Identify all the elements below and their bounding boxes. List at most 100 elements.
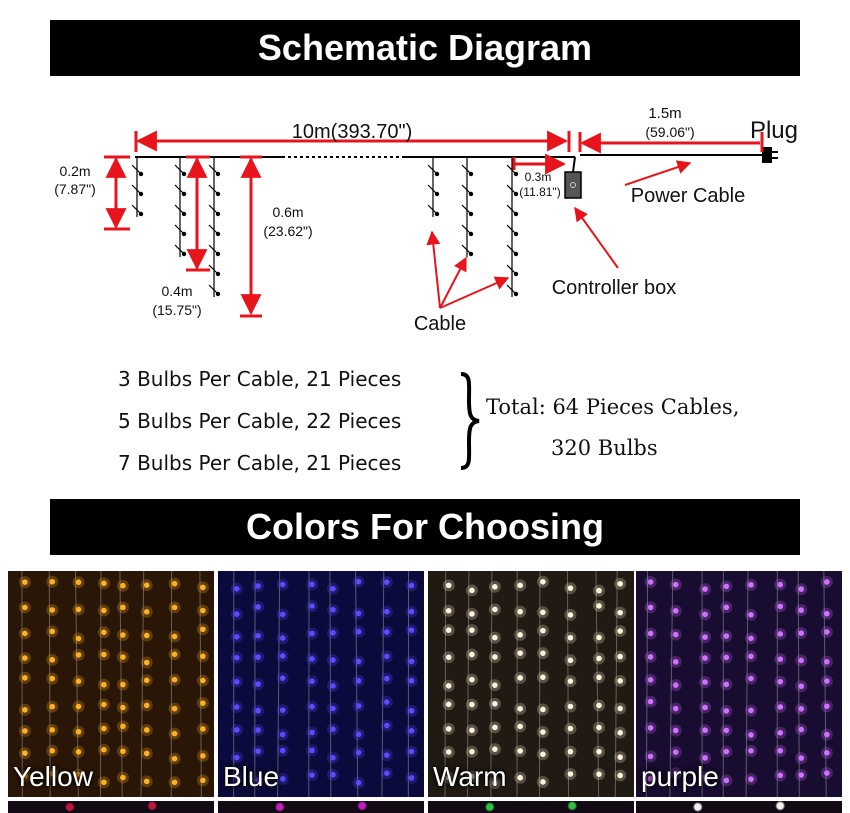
- light-bulb: [171, 604, 178, 611]
- light-photo-yellow: [8, 571, 214, 797]
- light-bulb: [120, 704, 126, 711]
- light-bulb: [723, 633, 730, 639]
- spacing-in-label: (7.87"): [54, 181, 96, 197]
- light-bulb: [49, 747, 56, 754]
- bulb-stem: [208, 224, 218, 234]
- bulb-stem: [174, 244, 184, 254]
- light-bulb: [798, 726, 804, 733]
- light-bulb: [143, 659, 150, 666]
- light-strand: [614, 571, 618, 797]
- light-bulb: [702, 727, 708, 734]
- light-bulb: [279, 611, 286, 618]
- light-bulb: [702, 679, 708, 685]
- light-bulb: [120, 654, 126, 660]
- cable-group: [131, 157, 519, 297]
- bulb-stem: [461, 184, 471, 194]
- bulb-stem: [131, 204, 141, 214]
- bulb-icon: [181, 191, 187, 197]
- light-bulb: [22, 579, 28, 585]
- light-photo-warm: [428, 571, 634, 797]
- light-bulb: [824, 610, 830, 617]
- light-bulb: [596, 603, 602, 609]
- color-option-warm[interactable]: Warm: [428, 571, 634, 797]
- light-bulb: [330, 657, 336, 663]
- light-bulb: [617, 653, 623, 660]
- light-bulb: [309, 678, 315, 685]
- light-bulb: [330, 726, 336, 733]
- light-bulb: [143, 632, 150, 639]
- light-bulb: [200, 700, 206, 706]
- color-swatches: Yellow Blue Warm purple: [8, 571, 842, 813]
- color-option-yellow[interactable]: Yellow: [8, 571, 214, 797]
- plug-icon: [762, 147, 778, 163]
- light-strand: [140, 571, 145, 797]
- annotation-arrows: [426, 160, 692, 309]
- bulb-icon: [181, 171, 187, 177]
- light-bulb: [171, 779, 178, 786]
- light-bulb: [22, 604, 28, 611]
- light-bulb: [824, 678, 830, 684]
- light-bulb: [647, 677, 654, 683]
- bulb-stem: [131, 184, 141, 194]
- light-bulb: [517, 705, 523, 712]
- light-bulb: [492, 584, 498, 590]
- bulb-stem: [427, 184, 437, 194]
- schematic-title-banner: Schematic Diagram: [50, 20, 800, 76]
- color-option-purple[interactable]: purple: [636, 571, 842, 797]
- light-bulb: [540, 650, 546, 656]
- light-bulb: [255, 777, 261, 783]
- light-bulb: [723, 727, 730, 734]
- light-strand: [48, 571, 51, 797]
- light-strand: [669, 571, 674, 797]
- light-bulb: [492, 724, 498, 731]
- light-bulb: [824, 731, 830, 738]
- bulb-stem: [461, 244, 471, 254]
- light-bulb: [798, 586, 804, 592]
- light-bulb: [22, 630, 28, 637]
- bulb-stem: [208, 244, 218, 254]
- light-bulb: [672, 749, 679, 755]
- bulb-icon: [468, 251, 474, 257]
- light-bulb: [143, 750, 150, 757]
- lead-m-label: 0.3m: [525, 170, 552, 184]
- light-bulb: [75, 652, 82, 658]
- light-bulb: [492, 780, 498, 786]
- light-bulb: [234, 754, 240, 761]
- light-bulb: [355, 677, 362, 684]
- summary-line-5-bulbs: 5 Bulbs Per Cable, 22 Pieces: [118, 409, 402, 433]
- light-photo-purple: [636, 571, 842, 797]
- light-bulb: [469, 651, 475, 658]
- bulb-stem: [131, 164, 141, 174]
- light-bulb: [748, 748, 754, 754]
- light-bulb: [120, 748, 126, 755]
- bulb-stem: [427, 164, 437, 174]
- light-bulb: [824, 579, 830, 585]
- light-bulb: [171, 730, 178, 737]
- light-bulb: [75, 678, 82, 684]
- bulb-stem: [427, 204, 437, 214]
- light-bulb: [171, 651, 178, 658]
- light-bulb: [309, 772, 315, 778]
- light-bulb: [596, 587, 602, 594]
- light-bulb: [255, 681, 261, 687]
- bulb-icon: [513, 211, 519, 217]
- colors-title: Colors For Choosing: [246, 506, 604, 547]
- bulb-icon: [181, 231, 187, 237]
- light-bulb: [540, 751, 546, 758]
- color-option-blue[interactable]: Blue: [218, 571, 424, 797]
- light-bulb: [492, 654, 498, 660]
- bulb-icon: [215, 191, 221, 197]
- total-cables-text: Total: 64 Pieces Cables,: [486, 395, 740, 419]
- light-bulb: [384, 752, 390, 758]
- short-drop-m-label: 0.4m: [161, 283, 192, 299]
- light-bulb: [672, 631, 679, 638]
- bulb-stem: [208, 264, 218, 274]
- light-bulb: [702, 655, 708, 661]
- bulb-icon: [215, 291, 221, 297]
- light-bulb: [567, 703, 574, 710]
- light-bulb: [355, 731, 362, 738]
- light-bulb: [540, 779, 546, 785]
- light-bulb: [75, 606, 82, 613]
- light-bulb: [101, 725, 107, 732]
- light-bulb: [702, 586, 708, 592]
